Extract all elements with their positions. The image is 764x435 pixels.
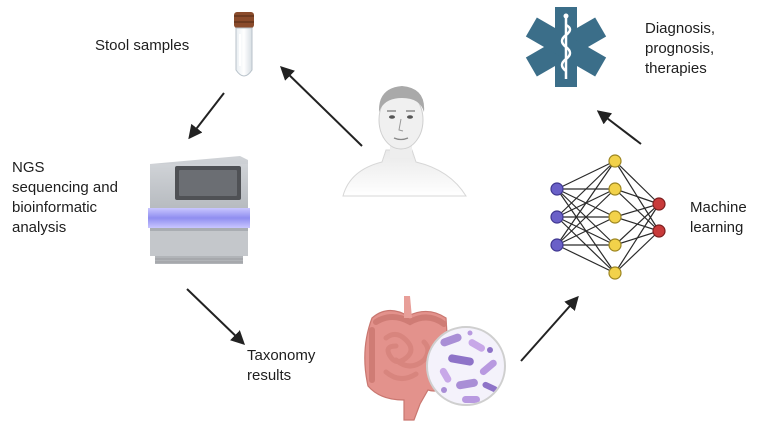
arrow-taxonomy-to-ml [520, 295, 579, 362]
network-connection [614, 203, 660, 246]
intestine-icon [364, 296, 451, 421]
network-connection [614, 203, 660, 274]
network-output-node [652, 224, 666, 238]
network-connection [556, 216, 616, 246]
network-hidden-node [608, 154, 622, 168]
network-connection [556, 160, 616, 246]
arrow-person-to-stool [279, 66, 363, 147]
network-input-node [550, 238, 564, 252]
label-ngs-sequencing: NGS sequencing and bioinformatic analysi… [12, 159, 118, 236]
medical-star-of-life-icon [525, 7, 607, 87]
sequencer-icon [148, 156, 250, 264]
network-connection [614, 188, 660, 205]
label-diagnosis: Diagnosis, prognosis, therapies [645, 20, 716, 77]
person-icon [342, 86, 467, 197]
flow-arrows [186, 66, 642, 362]
network-input-node [550, 182, 564, 196]
network-output-node [652, 197, 666, 211]
arrow-ngs-to-taxonomy [186, 288, 246, 345]
network-hidden-node [608, 266, 622, 280]
network-connection [614, 160, 660, 205]
network-hidden-node [608, 238, 622, 252]
arrow-ml-to-diagnosis [596, 110, 642, 145]
network-connection [614, 203, 660, 218]
stool-tube-icon [234, 12, 254, 77]
network-input-node [550, 210, 564, 224]
label-machine-learning: Machine learning [690, 199, 747, 236]
network-hidden-node [608, 182, 622, 196]
arrow-stool-to-ngs [188, 92, 225, 140]
network-connection [556, 188, 616, 246]
bacteria-icon [426, 326, 506, 406]
network-connection [556, 160, 616, 218]
neural-network-icon [550, 154, 666, 280]
network-connections [556, 160, 660, 274]
network-hidden-node [608, 210, 622, 224]
network-connection [556, 160, 616, 190]
label-taxonomy-results: Taxonomy results [247, 347, 316, 384]
network-connection [614, 230, 660, 274]
network-connection [556, 244, 616, 274]
label-stool-samples: Stool samples [95, 37, 190, 54]
